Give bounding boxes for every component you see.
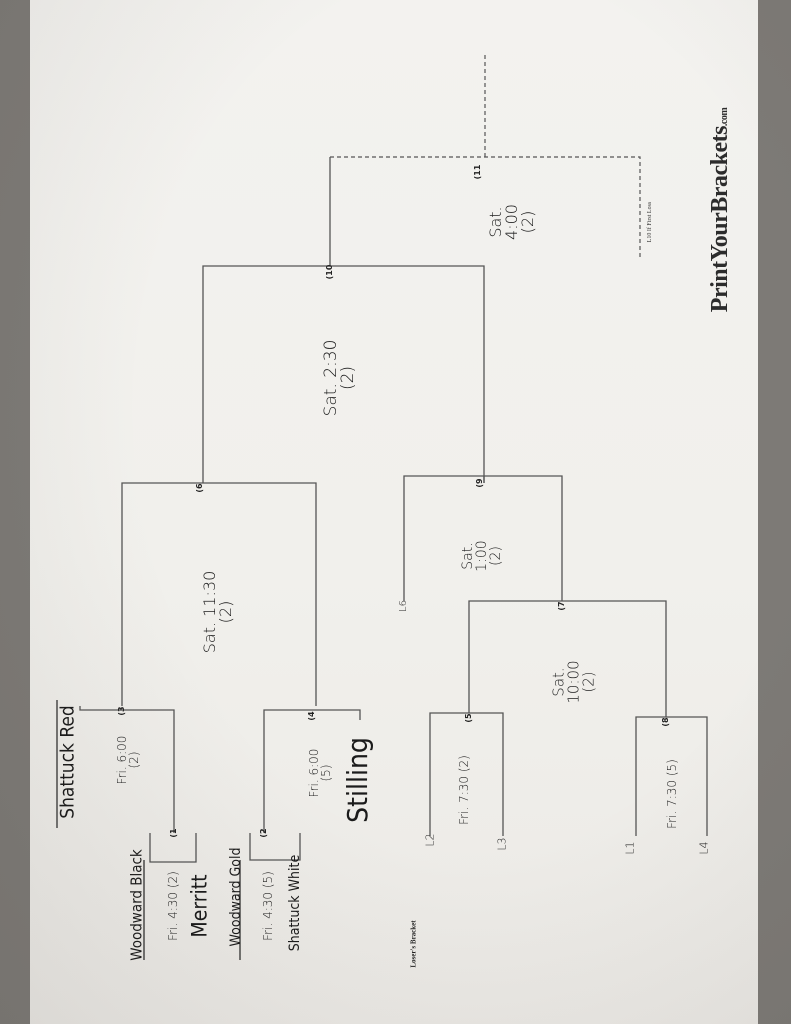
game-number-7: (7: [557, 601, 566, 611]
game-number-11: (11: [473, 164, 482, 180]
game-8-bracket: [635, 716, 708, 836]
slot-l6: L6: [398, 600, 409, 612]
time-game-5: Fri. 7:30 (2): [457, 755, 471, 825]
game-4-bracket: [263, 709, 361, 833]
team-shattuck-white: Shattuck White: [287, 854, 303, 952]
paper-sheet: [30, 0, 758, 1024]
losers-bracket-title: Loser's Bracket: [409, 920, 418, 968]
time-game-1: Fri. 4:30 (2): [166, 871, 180, 941]
team-shattuck-red: Shattuck Red: [56, 705, 79, 819]
slot-l1: L1: [623, 841, 637, 855]
time-game-9: Sat.1:00(2): [460, 540, 504, 572]
game-number-10: (10: [325, 264, 334, 280]
game-5-bracket: [429, 712, 504, 836]
slot-l3: L3: [495, 837, 509, 851]
game-number-2: (2: [259, 828, 268, 838]
printyourbrackets-logo: PrintYourBrackets.com: [707, 107, 733, 313]
game-number-1: (1: [169, 828, 178, 838]
game-number-3: (3: [117, 706, 126, 716]
first-loss-note: L10 If First Loss: [647, 201, 653, 243]
game-number-4: (4: [307, 711, 316, 721]
time-game-7: Sat.10:00(2): [549, 660, 598, 704]
team-merritt: Merritt: [187, 874, 212, 938]
time-game-3: Fri. 6:00(2): [115, 735, 141, 785]
game-2-bracket: [249, 833, 301, 861]
time-game-8: Fri. 7:30 (5): [665, 759, 679, 829]
game-1-bracket: [149, 833, 197, 863]
game-10-bracket: [202, 265, 485, 483]
time-game-6: Sat. 11:30(2): [200, 570, 235, 654]
game-number-5: (5: [464, 713, 473, 723]
game-number-9: (9: [475, 478, 484, 488]
team-woodward-gold: Woodward Gold: [228, 847, 244, 947]
game-number-8: (8: [661, 717, 670, 727]
if-necessary-bracket: [330, 156, 641, 258]
slot-l4: L4: [697, 841, 711, 855]
game-9-bracket: [403, 475, 563, 601]
game-6-bracket: [121, 482, 317, 706]
game-3-bracket: [79, 706, 175, 833]
team-stilling: Stilling: [341, 737, 374, 823]
time-game-4: Fri. 6:00(5): [307, 748, 333, 798]
time-game-2: Fri. 4:30 (5): [261, 871, 275, 941]
time-game-10: Sat. 2:30(2): [321, 339, 358, 417]
game-number-6: (6: [195, 483, 204, 493]
time-game-11: Sat.4:00(2): [486, 204, 537, 240]
game-7-bracket: [468, 600, 667, 717]
slot-l2: L2: [423, 833, 437, 847]
team-woodward-black: Woodward Black: [127, 849, 146, 961]
